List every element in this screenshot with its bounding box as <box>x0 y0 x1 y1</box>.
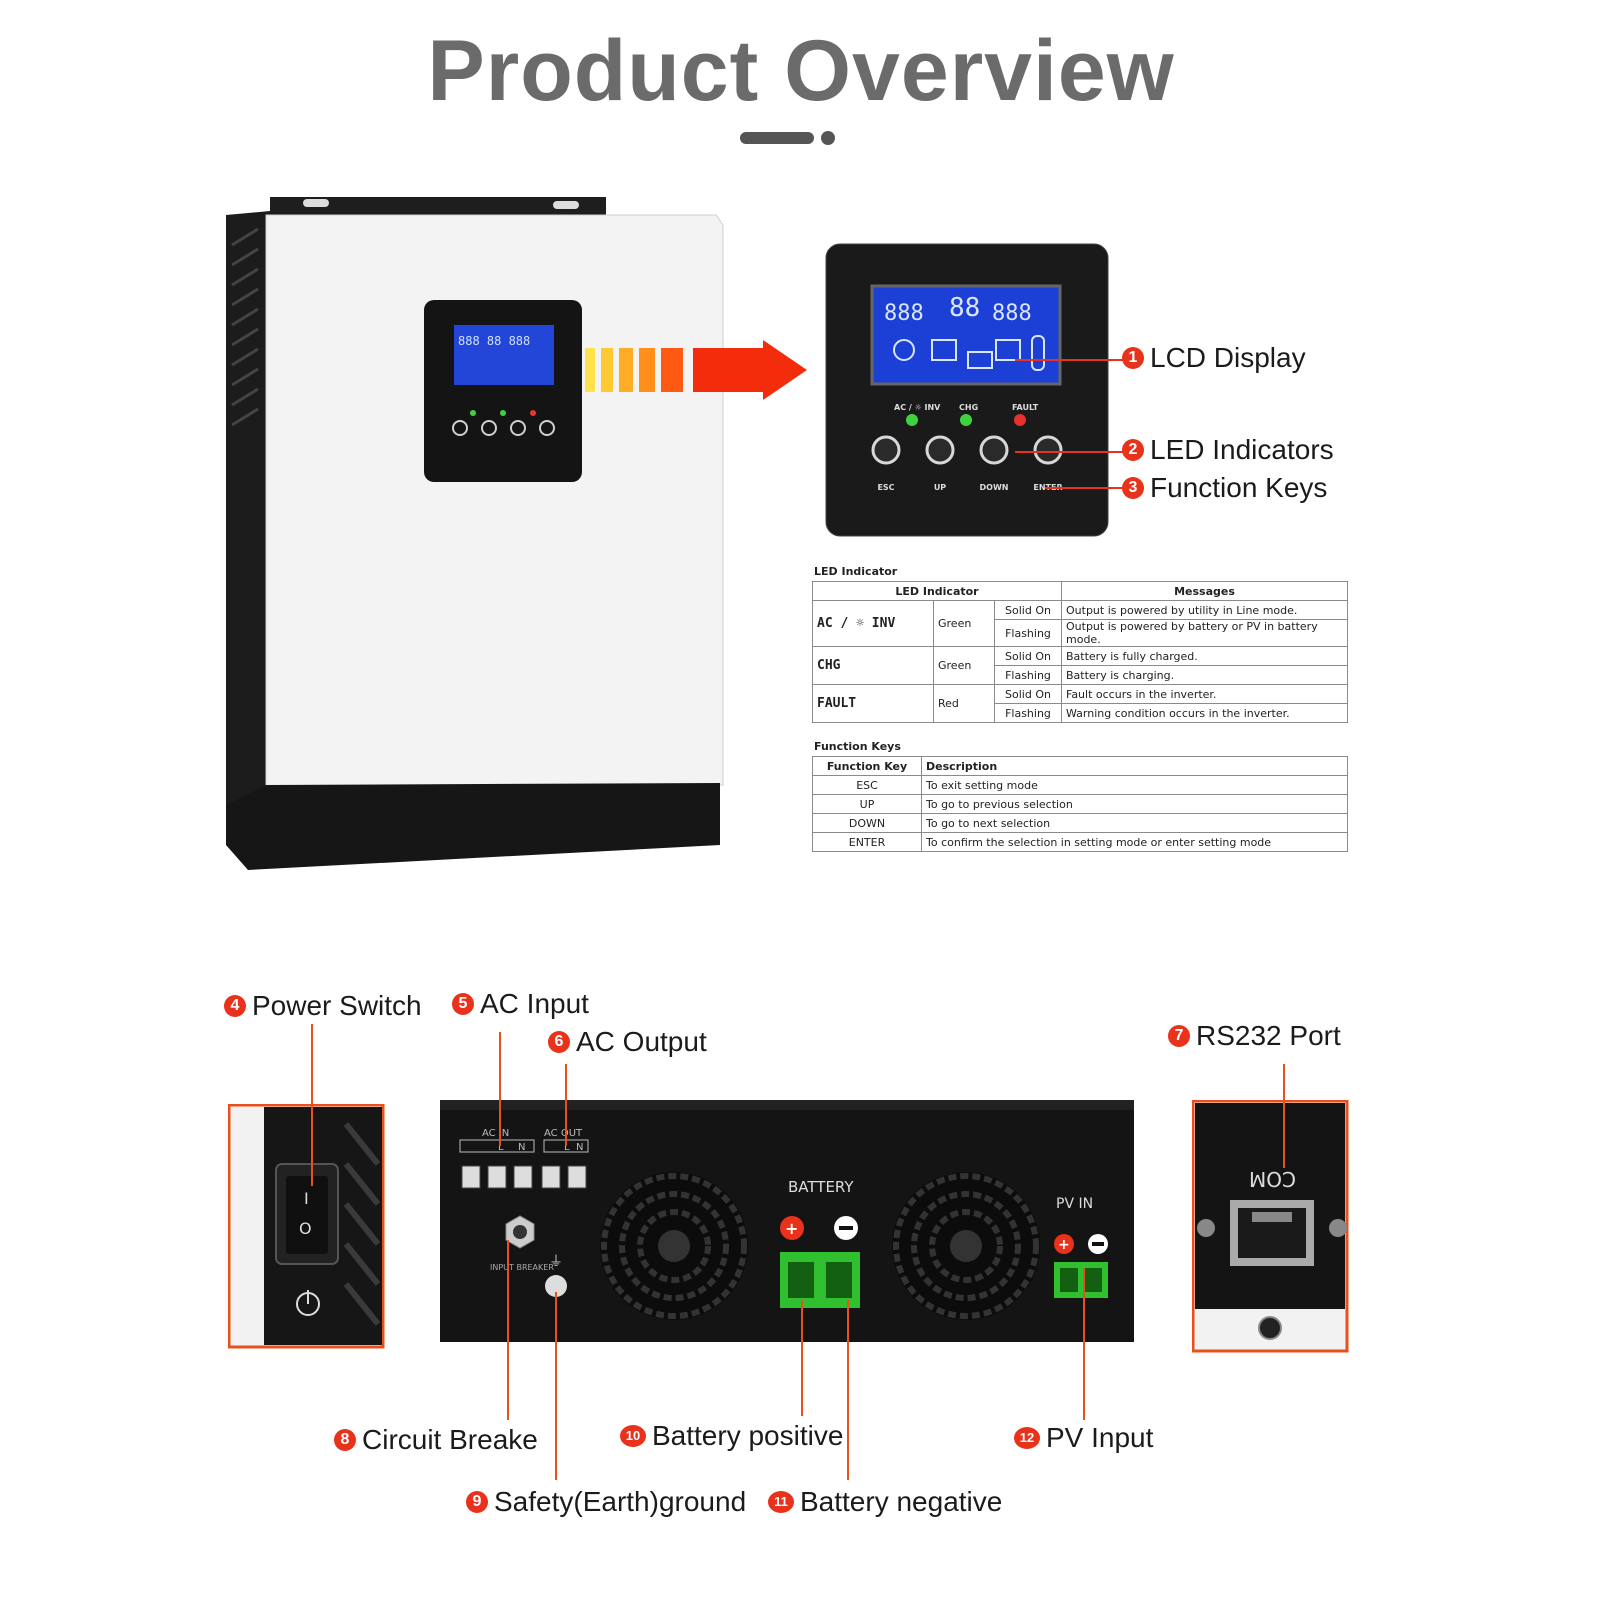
ac-out-label: AC OUT <box>544 1128 583 1139</box>
svg-text:L: L <box>564 1142 570 1153</box>
panel-key-label-down: DOWN <box>980 483 1009 492</box>
panel-key-label-esc: ESC <box>877 483 894 492</box>
inverter-bottom-panel: AC IN AC OUT L N L N INPUT BREAKER ⏚ BAT… <box>440 1100 1134 1342</box>
ac-in-label: AC IN <box>482 1128 509 1139</box>
control-panel-closeup: 888 88 888 AC / ☼ INV CHG FAULT ESC UP D… <box>825 243 1109 537</box>
panel-led-label-chg: CHG <box>959 403 978 412</box>
com-label: COM <box>1249 1167 1296 1191</box>
down-key[interactable] <box>979 435 1009 465</box>
ground-icon: ⏚ <box>549 1253 563 1269</box>
power-switch-closeup: I O <box>228 1104 385 1349</box>
battery-positive-terminal[interactable] <box>788 1262 814 1298</box>
led-table-header-indicator: LED Indicator <box>812 581 1062 601</box>
pv-in-label: PV IN <box>1056 1196 1093 1212</box>
svg-text:I: I <box>304 1189 309 1208</box>
ac-in-terminal-l[interactable] <box>487 1165 507 1189</box>
pv-plus-icon <box>1054 1234 1074 1254</box>
led-cell-chg: CHG <box>812 646 934 685</box>
up-key[interactable] <box>925 435 955 465</box>
led-chg-green <box>960 414 972 426</box>
svg-text:+: + <box>785 1219 798 1238</box>
inverter-front-image: 888 88 888 <box>226 197 724 870</box>
enter-key[interactable] <box>1033 435 1063 465</box>
battery-label: BATTERY <box>788 1178 854 1196</box>
led-fault-red <box>1014 414 1026 426</box>
led-table-caption: LED Indicator <box>814 565 898 578</box>
ac-out-terminal-n[interactable] <box>567 1165 587 1189</box>
svg-text:N: N <box>576 1142 583 1153</box>
callout-lines-top <box>1015 359 1125 489</box>
led-cell-ac-inv: AC / ☼ INV <box>812 600 934 647</box>
led-cell-fault: FAULT <box>812 684 934 723</box>
zoom-arrow-icon <box>585 340 807 400</box>
pv-positive-terminal[interactable] <box>1060 1268 1078 1292</box>
led-table-header-messages: Messages <box>1061 581 1348 601</box>
led-cell-ac-inv-color: Green <box>933 600 995 647</box>
lcd-digits-left: 888 <box>884 301 924 326</box>
lcd-digits-mid: 88 <box>949 293 980 323</box>
title-underline-decoration <box>740 131 835 145</box>
svg-text:+: + <box>1058 1237 1070 1253</box>
rs232-port-closeup: COM <box>1192 1100 1349 1353</box>
ac-in-terminal-n[interactable] <box>513 1165 533 1189</box>
ac-in-terminal-ground[interactable] <box>461 1165 481 1189</box>
input-breaker-label: INPUT BREAKER <box>490 1263 554 1272</box>
earth-ground-screw <box>545 1275 567 1297</box>
led-ac-inv-green <box>906 414 918 426</box>
ac-out-terminal-l[interactable] <box>541 1165 561 1189</box>
panel-led-label-ac-inv: AC / ☼ INV <box>894 403 941 412</box>
led-indicator-table: LED Indicator Messages AC / ☼ INV Green … <box>812 581 1348 723</box>
pv-negative-terminal[interactable] <box>1084 1268 1102 1292</box>
battery-plus-icon <box>780 1216 804 1240</box>
fan-grille-right <box>892 1172 1040 1320</box>
svg-text:L: L <box>498 1142 504 1153</box>
svg-text:O: O <box>299 1219 312 1238</box>
panel-key-label-up: UP <box>934 483 946 492</box>
page-title: Product Overview <box>427 23 1175 119</box>
fn-table-caption: Function Keys <box>814 740 901 753</box>
svg-text:888 88 888: 888 88 888 <box>458 334 530 348</box>
fan-grille-left <box>600 1172 748 1320</box>
esc-key[interactable] <box>871 435 901 465</box>
lcd-digits-right: 888 <box>992 301 1032 326</box>
svg-text:N: N <box>518 1142 525 1153</box>
panel-led-label-fault: FAULT <box>1012 403 1039 412</box>
battery-negative-terminal[interactable] <box>826 1262 852 1298</box>
